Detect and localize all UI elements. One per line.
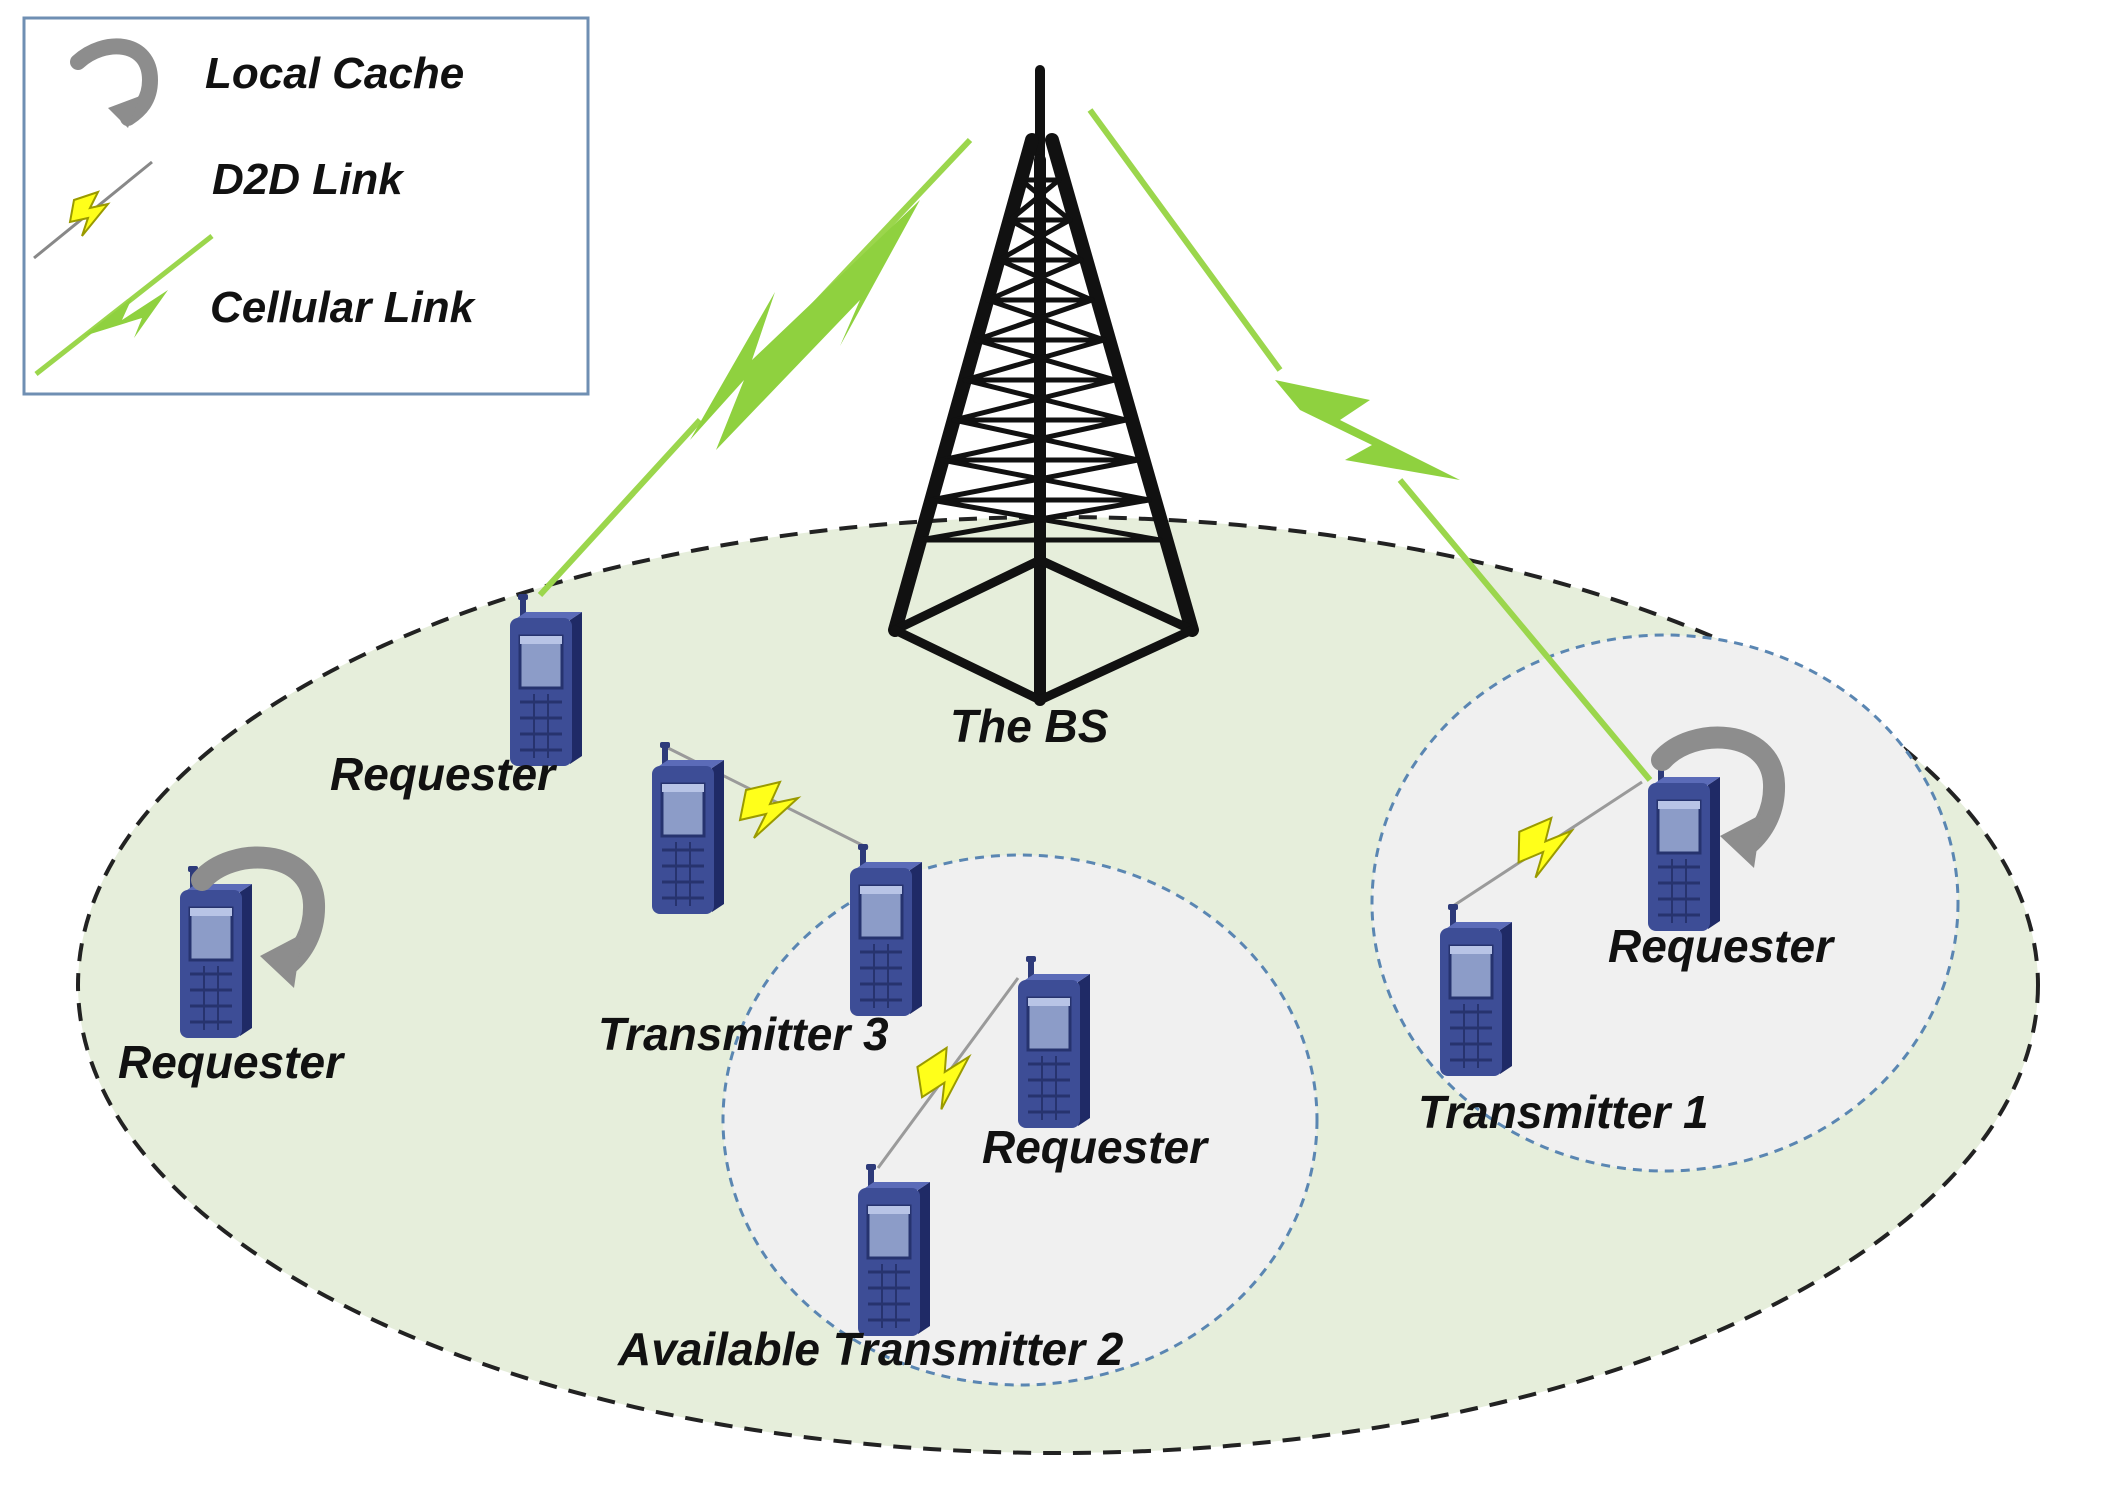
legend: Local Cache D2D Link Cellular Link xyxy=(22,16,590,396)
cellular-link-left xyxy=(537,137,973,598)
mobile-phone-icon xyxy=(848,842,924,1018)
legend-local-cache-label: Local Cache xyxy=(205,49,464,98)
mobile-phone-icon xyxy=(178,864,254,1040)
d2d-link-transmitter2 xyxy=(876,977,1020,1169)
mobile-phone-icon xyxy=(1016,954,1092,1130)
requester-label: Requester xyxy=(1608,920,1835,972)
local-cache-icon xyxy=(70,38,159,128)
cellular-link-icon xyxy=(34,234,214,376)
requester-label: Requester xyxy=(982,1121,1209,1173)
base-station-tower-icon xyxy=(888,65,1199,706)
mobile-phone-icon xyxy=(1646,757,1722,933)
mobile-phone-icon xyxy=(650,740,726,916)
requester-label: Requester xyxy=(330,748,557,800)
mobile-phone-icon xyxy=(508,592,584,768)
mobile-phone-icon xyxy=(856,1162,932,1338)
legend-box xyxy=(22,16,590,396)
base-station-label: The BS xyxy=(950,700,1109,752)
cellular-link-right xyxy=(1087,108,1653,782)
d2d-link-transmitter1 xyxy=(1449,780,1643,910)
available-transmitter-2-label: Available Transmitter 2 xyxy=(617,1323,1124,1375)
d2d-link-icon xyxy=(33,160,153,260)
legend-d2d-link-label: D2D Link xyxy=(212,155,405,204)
requester-label: Requester xyxy=(118,1036,345,1088)
transmitter-3-label: Transmitter 3 xyxy=(598,1008,889,1060)
transmitter-1-label: Transmitter 1 xyxy=(1418,1086,1709,1138)
legend-cellular-link-label: Cellular Link xyxy=(210,283,477,332)
mobile-phone-icon xyxy=(1438,902,1514,1078)
